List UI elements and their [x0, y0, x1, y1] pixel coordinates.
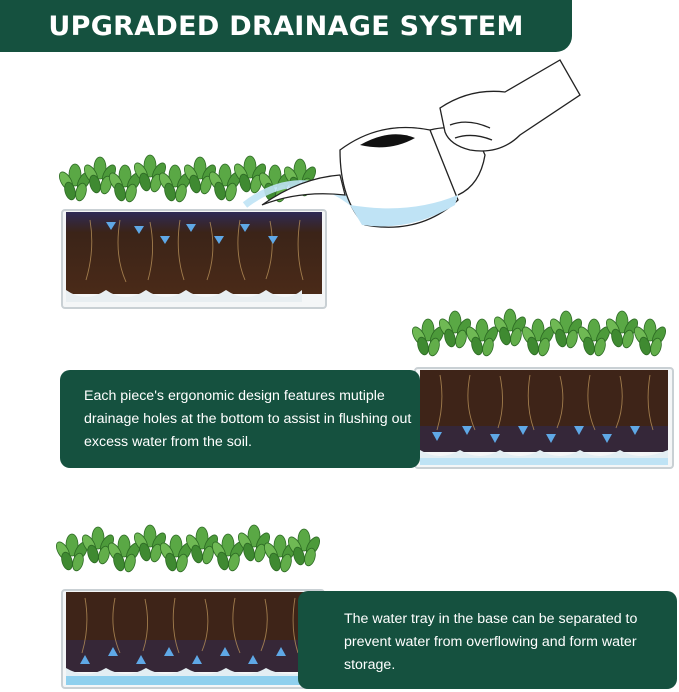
page-title: UPGRADED DRAINAGE SYSTEM [48, 10, 524, 42]
plant-foliage [53, 524, 323, 574]
plant-foliage [409, 308, 669, 358]
info-panel-drainage: Each piece's ergonomic design features m… [60, 370, 420, 468]
planter-draining-illustration [409, 308, 674, 469]
arrow-down-icon [106, 222, 278, 244]
info-panel-text: The water tray in the base can be separa… [344, 611, 638, 673]
info-panel-water-tray: The water tray in the base can be separa… [298, 591, 677, 689]
info-panel-text: Each piece's ergonomic design features m… [84, 388, 412, 450]
arrow-down-icon [432, 426, 640, 443]
title-banner: UPGRADED DRAINAGE SYSTEM [0, 0, 572, 52]
planter-water-tray-illustration [53, 524, 325, 689]
planter-watering-illustration [56, 59, 581, 309]
hand-icon [439, 59, 581, 152]
